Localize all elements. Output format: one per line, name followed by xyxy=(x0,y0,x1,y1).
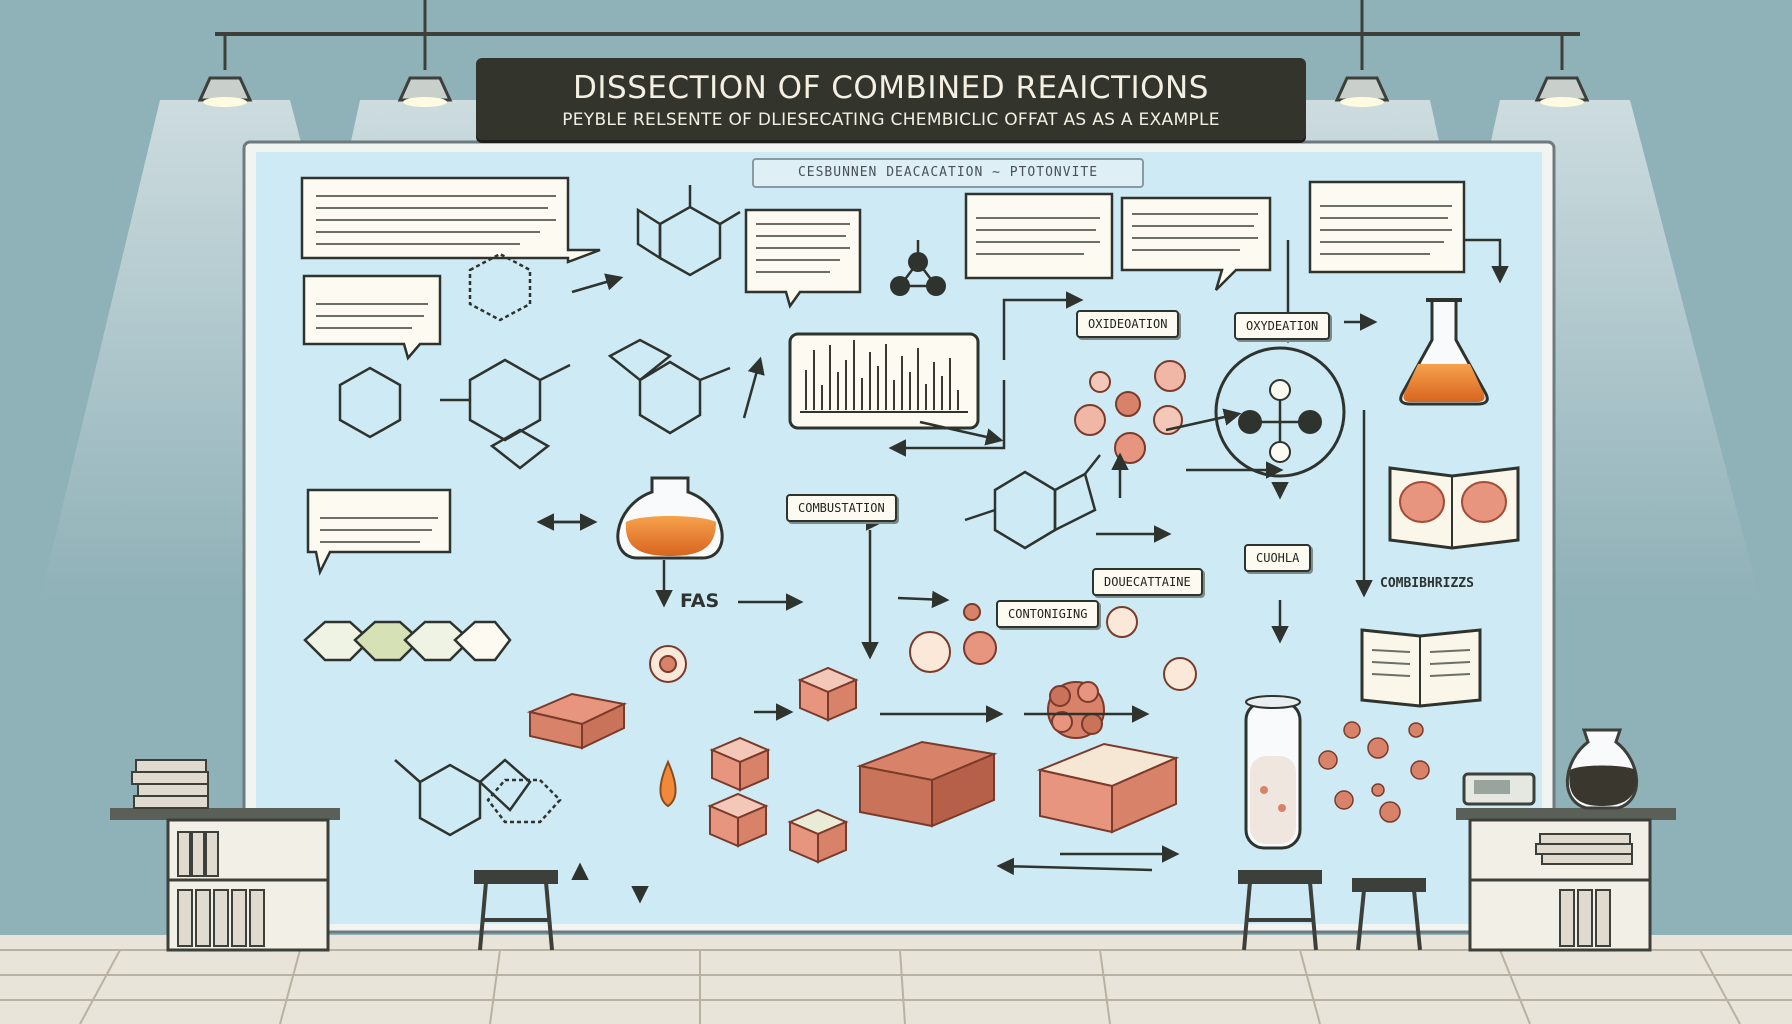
fat-globules xyxy=(649,603,1197,739)
diagram-subtitle: PEYBLE RELSENTE OF DLIESECATING CHEMBICL… xyxy=(562,110,1220,130)
note-scribbles xyxy=(316,195,1452,543)
erlenmeyer-flask xyxy=(1399,298,1489,406)
fat-flask xyxy=(616,476,724,560)
oxidation-label-right: OXYDEATION xyxy=(1234,312,1331,340)
lab-furniture xyxy=(474,870,1426,951)
molecule-network xyxy=(890,240,946,296)
right-desk xyxy=(1456,728,1676,952)
left-bookshelf xyxy=(110,759,340,952)
combustion-label: COMBUSTATION xyxy=(786,494,897,522)
title-banner: DISSECTION OF COMBINED REAICTIONS PEYBLE… xyxy=(476,58,1306,140)
spectrum-box xyxy=(788,332,980,430)
hexagon-chain xyxy=(303,620,512,662)
scattered-particles xyxy=(1318,721,1430,823)
reaction-circle xyxy=(1214,346,1346,478)
decatting-label: DOUECATTAINE xyxy=(1092,568,1203,596)
tissue-cubes xyxy=(707,666,859,864)
diagram-title: DISSECTION OF COMBINED REAICTIONS xyxy=(573,70,1209,106)
oxidation-label-left: OXIDEOATION xyxy=(1076,310,1180,338)
cuohla-label: CUOHLA xyxy=(1244,544,1312,572)
board-header-label: CESBUNNEN DEACACATION ~ PTOTONVITE xyxy=(752,158,1144,188)
combinations-label: COMBIBHRIZZS xyxy=(1380,576,1474,591)
molecule-structures xyxy=(338,185,1101,837)
fas-label: FAS xyxy=(680,590,720,612)
conbustive-label: CONTONIGING xyxy=(996,600,1100,628)
tissue-slabs xyxy=(526,692,1180,834)
reaction-arrows xyxy=(536,238,1509,904)
fat-droplet xyxy=(659,759,677,808)
open-books xyxy=(1360,466,1520,708)
sample-tube xyxy=(1244,695,1302,850)
cell-cluster xyxy=(1074,360,1186,464)
